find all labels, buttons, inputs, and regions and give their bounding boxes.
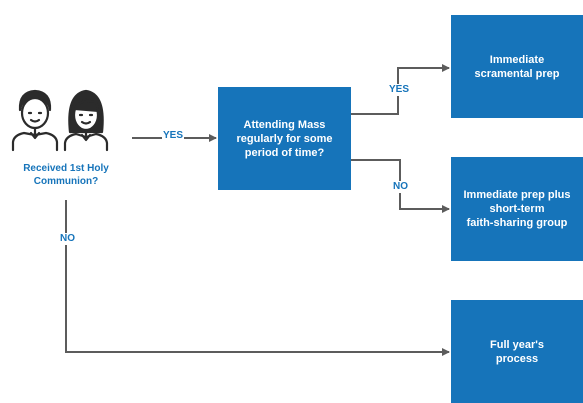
woman-icon [63,89,109,152]
full-year-process-box: Full year's process [451,300,583,403]
mass-no-label: NO [392,181,409,193]
mass-question-box: Attending Mass regularly for some period… [218,87,351,190]
people-icon [11,89,109,152]
start-question-label: Received 1st Holy Communion? [0,162,132,188]
immediate-prep-box: Immediate scramental prep [451,15,583,118]
faith-sharing-group-box: Immediate prep plus short-term faith-sha… [451,157,583,261]
communion-yes-label: YES [162,130,185,142]
man-icon [11,89,59,152]
communion-no-label: NO [59,233,76,245]
connector-communion-no [65,200,450,356]
mass-yes-label: YES [388,84,411,96]
